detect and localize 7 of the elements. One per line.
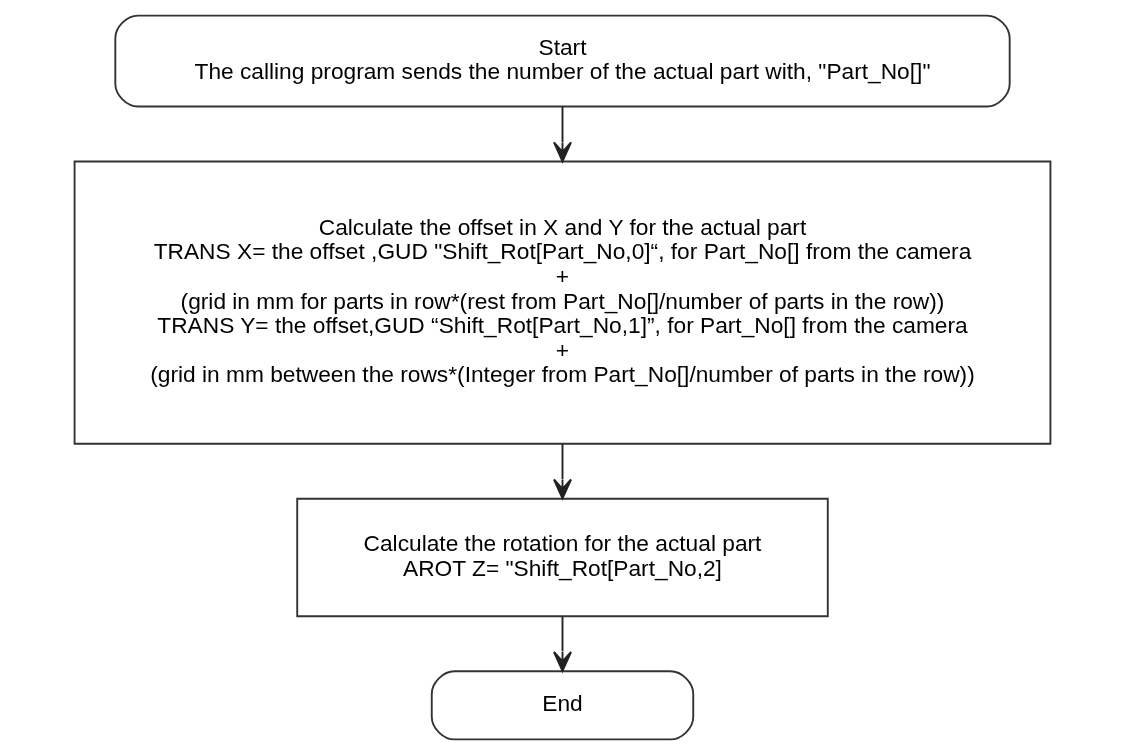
node-box: End (430, 670, 695, 741)
arrow (553, 615, 572, 672)
arrow (553, 443, 572, 500)
arrow (553, 105, 572, 163)
node-box: Calculate the offset in X and Y for the actual part TRANS X= the offset ,GUD "Shift_Rot[Part_No,0]“, for Part_No[] from the camera + (grid in mm for parts in row*(rest from Part_No[]/number of parts in the row)) TRANS Y= the offset,GUD “Shift_Rot[Part_No,1]”, for Part_No[] from the camera + (grid in mm between the rows*(Integer from Part_No[]/number of parts in the row)) (73, 160, 1052, 445)
node-box: Start The calling program sends the number of the actual part with, "Part_No[]" (114, 14, 1011, 108)
node-box: Calculate the rotation for the actual part AROT Z= "Shift_Rot[Part_No,2] (296, 497, 829, 618)
